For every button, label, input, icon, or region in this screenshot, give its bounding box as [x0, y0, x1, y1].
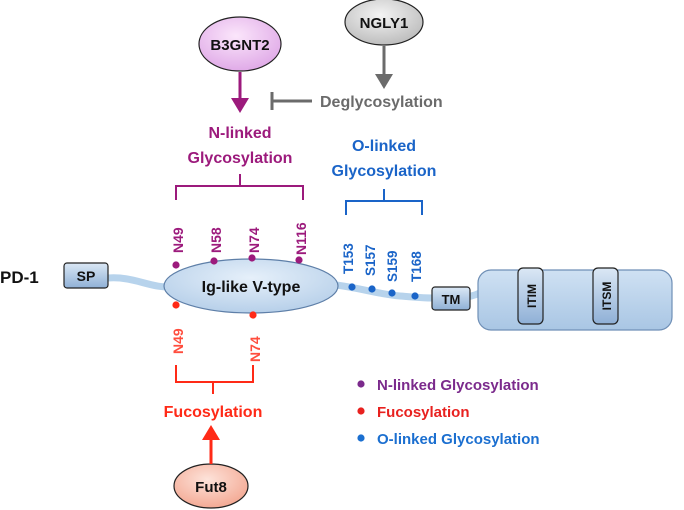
n-linked-site-dot — [248, 254, 256, 262]
legend: N-linked Glycosylation Fucosylation O-li… — [357, 377, 540, 448]
b3gnt2-arrow — [231, 72, 249, 113]
itsm-label: ITSM — [600, 282, 614, 311]
o-linked-label-line2: Glycosylation — [332, 163, 437, 180]
b3gnt2-enzyme: B3GNT2 — [198, 16, 282, 72]
o-linked-site-label: S157 — [363, 244, 378, 276]
n-linked-sites: N49 N58 N74 N116 — [170, 222, 309, 269]
n-linked-site-label: N116 — [293, 222, 309, 255]
o-linked-site-dot — [388, 289, 396, 297]
n-linked-label-line1: N-linked — [208, 125, 271, 142]
o-linked-label-line1: O-linked — [352, 138, 416, 155]
transmembrane-domain — [431, 286, 471, 311]
ngly1-arrow — [375, 46, 393, 89]
o-linked-sites: T153 S157 S159 T168 — [341, 243, 424, 300]
deglycosylation-label: Deglycosylation — [320, 94, 443, 111]
o-linked-bracket — [345, 189, 423, 215]
ig-like-domain-label: Ig-like V-type — [202, 279, 301, 296]
fucosylation-site-label: N49 — [170, 328, 186, 354]
n-linked-label-line2: Glycosylation — [188, 150, 293, 167]
n-linked-site-label: N58 — [208, 227, 224, 253]
o-linked-site-label: T153 — [341, 243, 356, 274]
legend-o-linked-label: O-linked Glycosylation — [377, 431, 540, 448]
signal-peptide — [63, 262, 109, 289]
itim-label: ITIM — [525, 284, 539, 308]
fucosylation-site-dot — [172, 301, 180, 309]
n-linked-site-label: N74 — [246, 227, 262, 253]
legend-o-linked-dot — [357, 434, 365, 442]
inhibition-bar — [270, 92, 312, 110]
n-linked-site-dot — [210, 257, 218, 265]
fucosylation-bracket — [175, 365, 254, 394]
fucosylation-label: Fucosylation — [164, 404, 263, 421]
o-linked-site-label: S159 — [385, 250, 400, 282]
cytoplasmic-tail — [477, 269, 673, 331]
itim-motif — [517, 267, 544, 325]
n-linked-site-label: N49 — [170, 227, 186, 253]
n-linked-bracket — [175, 174, 304, 200]
tm-label: TM — [442, 292, 461, 307]
itsm-motif — [592, 267, 619, 325]
o-linked-site-label: T168 — [409, 251, 424, 282]
fut8-arrow — [202, 425, 220, 464]
n-linked-site-dot — [295, 256, 303, 264]
pd1-label: PD-1 — [0, 268, 39, 287]
fut8-enzyme: Fut8 — [173, 463, 249, 509]
legend-fucosylation-dot — [357, 407, 365, 415]
o-linked-site-dot — [411, 292, 419, 300]
legend-n-linked-label: N-linked Glycosylation — [377, 377, 539, 394]
b3gnt2-label: B3GNT2 — [210, 37, 269, 54]
sp-label: SP — [77, 268, 96, 284]
legend-fucosylation-label: Fucosylation — [377, 404, 470, 421]
fucosylation-sites: N49 N74 — [170, 301, 263, 362]
fucosylation-site-dot — [249, 311, 257, 319]
ngly1-enzyme: NGLY1 — [344, 0, 424, 46]
fucosylation-site-label: N74 — [247, 336, 263, 362]
o-linked-site-dot — [348, 283, 356, 291]
fut8-label: Fut8 — [195, 479, 227, 496]
n-linked-site-dot — [172, 261, 180, 269]
legend-n-linked-dot — [357, 380, 365, 388]
o-linked-site-dot — [368, 285, 376, 293]
ngly1-label: NGLY1 — [360, 15, 409, 32]
